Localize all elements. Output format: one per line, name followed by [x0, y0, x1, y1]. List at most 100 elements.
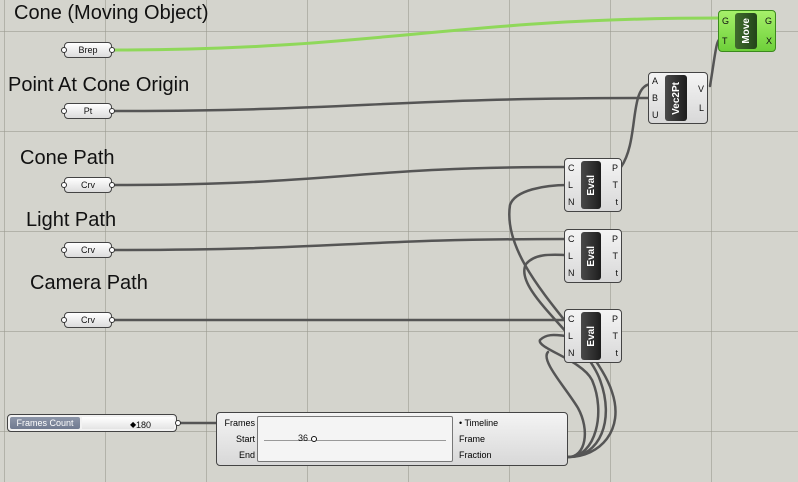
cone-path-crv-param[interactable]: Crv	[64, 177, 112, 193]
eval-camera-output-tparam[interactable]: t	[615, 348, 618, 359]
timeline-slider-knob[interactable]	[311, 436, 317, 442]
eval-cone-output-t[interactable]: T	[612, 179, 619, 190]
eval-light-input-l[interactable]: L	[568, 250, 574, 261]
eval-cone-outputs: P T t	[612, 159, 618, 211]
pt-param-output-port[interactable]	[109, 108, 115, 114]
move-input-t[interactable]: T	[722, 36, 728, 46]
animation-timeline-component[interactable]: Frames Start End 36 • Timeline Frame Fra…	[216, 412, 568, 466]
brep-param-label: Brep	[78, 45, 98, 55]
brep-param[interactable]: Brep	[64, 42, 112, 58]
frames-count-slider-output-port[interactable]	[175, 420, 181, 426]
light-path-crv-output-port[interactable]	[109, 247, 115, 253]
eval-cone-output-tparam[interactable]: t	[615, 197, 618, 208]
eval-light-title-block: Eval	[581, 232, 601, 280]
eval-cone-output-p[interactable]: P	[611, 162, 618, 173]
pt-param[interactable]: Pt	[64, 103, 112, 119]
eval-camera-input-c[interactable]: C	[568, 313, 575, 324]
move-component[interactable]: G T Move G X	[718, 10, 776, 52]
frames-count-slider-knob-icon[interactable]: ◆	[130, 420, 137, 429]
eval-light-title: Eval	[585, 245, 597, 267]
wire-pt-to-vec2pt-b	[110, 96, 654, 113]
vec2pt-output-l[interactable]: L	[698, 102, 704, 113]
frames-count-slider[interactable]: Frames Count ◆ 180	[7, 414, 177, 432]
eval-cone-input-c[interactable]: C	[568, 162, 575, 173]
wire-crv1-to-eval1	[110, 165, 570, 187]
timeline-input-end[interactable]: End	[238, 450, 255, 460]
cone-path-crv-input-port[interactable]	[61, 182, 67, 188]
eval-light-input-c[interactable]: C	[568, 233, 575, 244]
vec2pt-title-block: Vec2Pt	[665, 75, 687, 121]
eval-camera-title-block: Eval	[581, 312, 601, 360]
move-input-g[interactable]: G	[722, 16, 730, 26]
brep-param-input-port[interactable]	[61, 47, 67, 53]
timeline-slider-value: 36	[298, 433, 309, 443]
timeline-slider-track[interactable]	[264, 440, 446, 441]
eval-camera-input-n[interactable]: N	[568, 348, 575, 359]
timeline-output-frame[interactable]: Frame	[459, 434, 486, 444]
timeline-outputs: • Timeline Frame Fraction	[459, 415, 563, 463]
eval-component-camera[interactable]: C L N Eval P T t	[564, 309, 622, 363]
frames-count-slider-value: 180	[136, 420, 152, 430]
move-inputs: G T	[722, 11, 729, 51]
timeline-output-fraction[interactable]: Fraction	[459, 450, 492, 460]
vec2pt-output-v[interactable]: V	[697, 83, 704, 94]
vec2pt-outputs: V L	[698, 79, 704, 117]
eval-component-light[interactable]: C L N Eval P T t	[564, 229, 622, 283]
wire-fraction-to-eval1-l	[545, 350, 586, 459]
pt-param-label: Pt	[83, 106, 93, 116]
vec2pt-input-u[interactable]: U	[652, 109, 659, 120]
camera-path-crv-label: Crv	[81, 315, 95, 325]
light-path-crv-input-port[interactable]	[61, 247, 67, 253]
eval-camera-output-p[interactable]: P	[611, 313, 618, 324]
timeline-slider-panel[interactable]: 36	[257, 416, 453, 462]
camera-path-crv-output-port[interactable]	[109, 317, 115, 323]
vec2pt-component[interactable]: A B U Vec2Pt V L	[648, 72, 708, 124]
camera-path-crv-param[interactable]: Crv	[64, 312, 112, 328]
label-cone-moving-object: Cone (Moving Object)	[14, 2, 209, 24]
label-light-path: Light Path	[26, 209, 117, 231]
eval-cone-title-block: Eval	[581, 161, 601, 209]
wire-crv2-to-eval2	[110, 237, 570, 252]
timeline-output-timeline[interactable]: • Timeline	[459, 418, 499, 428]
light-path-crv-param[interactable]: Crv	[64, 242, 112, 258]
eval-cone-input-n[interactable]: N	[568, 197, 575, 208]
vec2pt-input-a[interactable]: A	[652, 76, 659, 87]
label-camera-path: Camera Path	[30, 272, 148, 294]
cone-path-crv-output-port[interactable]	[109, 182, 115, 188]
vec2pt-title: Vec2Pt	[670, 81, 682, 115]
pt-param-input-port[interactable]	[61, 108, 67, 114]
eval-light-outputs: P T t	[612, 230, 618, 282]
light-path-crv-label: Crv	[81, 245, 95, 255]
move-title: Move	[740, 18, 752, 44]
eval-camera-title: Eval	[585, 325, 597, 347]
vec2pt-input-b[interactable]: B	[652, 92, 659, 103]
timeline-input-frames[interactable]: Frames	[224, 418, 255, 428]
eval-light-output-p[interactable]: P	[611, 233, 618, 244]
move-title-block: Move	[735, 13, 757, 49]
eval-component-cone[interactable]: C L N Eval P T t	[564, 158, 622, 212]
eval-light-output-tparam[interactable]: t	[615, 268, 618, 279]
brep-param-output-port[interactable]	[109, 47, 115, 53]
eval-light-output-t[interactable]: T	[612, 250, 619, 261]
wire-eval1-p-to-vec2pt-a	[619, 82, 654, 169]
camera-path-crv-input-port[interactable]	[61, 317, 67, 323]
frames-count-slider-name: Frames Count	[10, 417, 80, 429]
cone-path-crv-label: Crv	[81, 180, 95, 190]
frames-count-slider-track[interactable]: ◆ 180	[82, 417, 174, 430]
move-output-x[interactable]: X	[765, 36, 772, 46]
eval-camera-input-l[interactable]: L	[568, 330, 574, 341]
eval-light-inputs: C L N	[568, 230, 575, 282]
move-output-g[interactable]: G	[764, 16, 772, 26]
wire-brep-to-move-g	[110, 16, 724, 52]
wire-fraction-to-eval1-n	[508, 183, 617, 459]
move-outputs: G X	[765, 11, 772, 51]
timeline-inputs: Frames Start End	[221, 415, 255, 463]
label-cone-path: Cone Path	[20, 147, 115, 169]
timeline-input-start[interactable]: Start	[235, 434, 255, 444]
eval-camera-inputs: C L N	[568, 310, 575, 362]
eval-light-input-n[interactable]: N	[568, 268, 575, 279]
eval-camera-outputs: P T t	[612, 310, 618, 362]
label-point-at-cone-origin: Point At Cone Origin	[8, 74, 190, 96]
eval-camera-output-t[interactable]: T	[612, 330, 619, 341]
eval-cone-input-l[interactable]: L	[568, 179, 574, 190]
